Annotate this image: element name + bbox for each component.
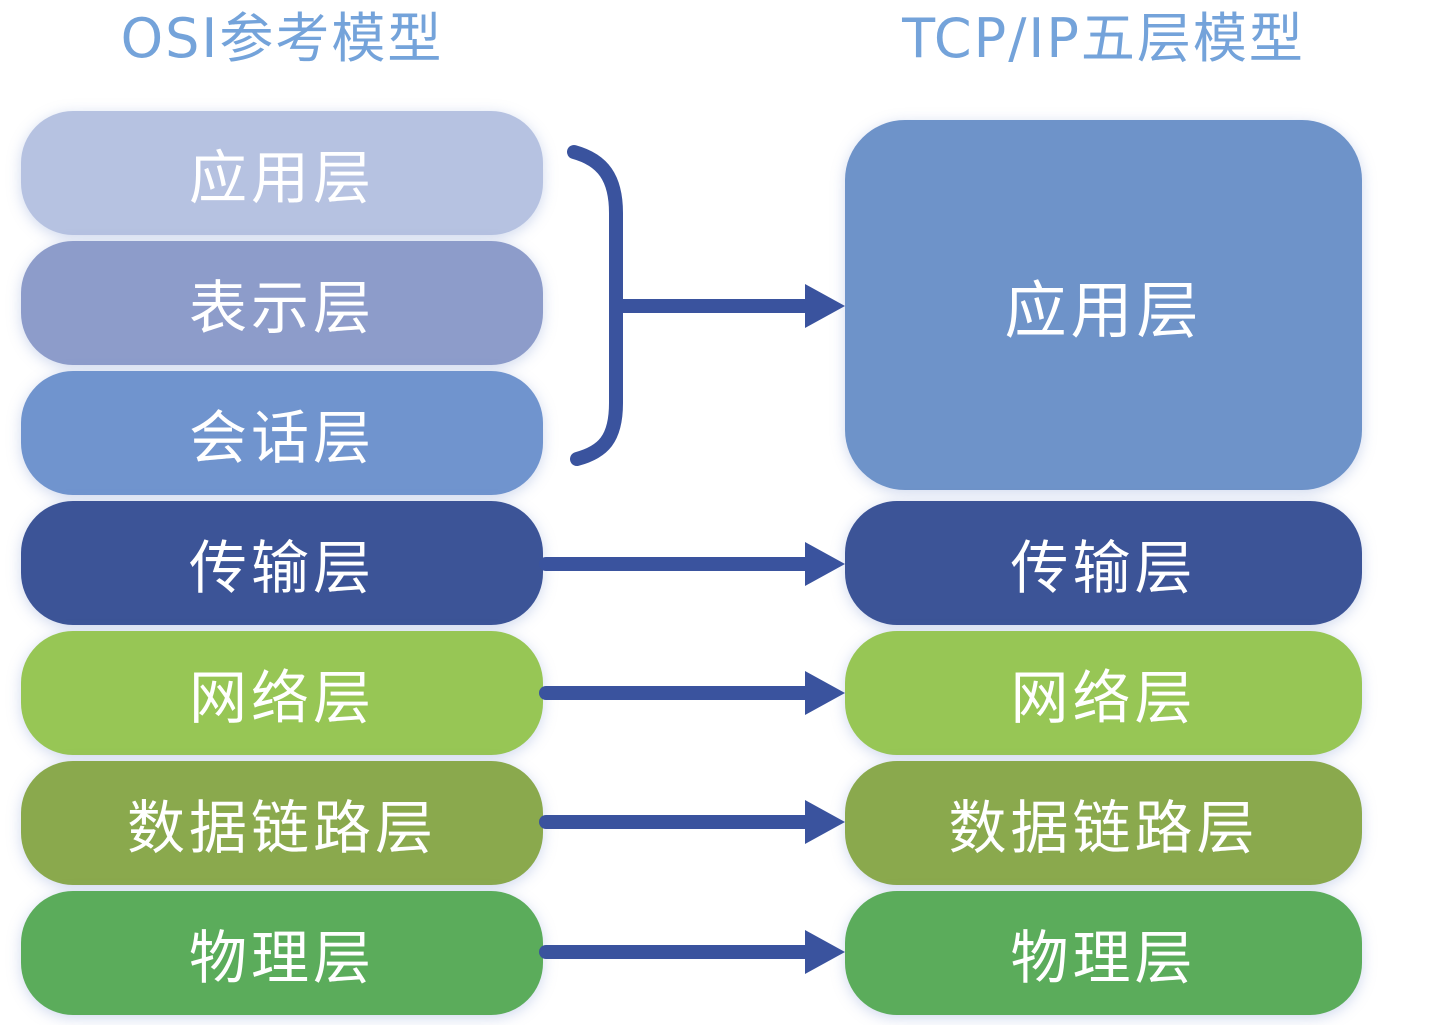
osi-layer-network: 网络层 bbox=[21, 631, 543, 755]
tcp-layer-datalink: 数据链路层 bbox=[845, 761, 1362, 885]
physical-arrow-head-icon bbox=[805, 930, 845, 974]
tcp-layer-network-label: 网络层 bbox=[1010, 664, 1197, 732]
tcp-layer-datalink-label: 数据链路层 bbox=[948, 794, 1259, 862]
tcp-model-title: TCP/IP五层模型 bbox=[902, 7, 1305, 70]
tcp-layer-application: 应用层 bbox=[845, 120, 1362, 490]
osi-layer-physical-label: 物理层 bbox=[188, 924, 375, 992]
tcp-layer-application-label: 应用层 bbox=[1004, 274, 1203, 347]
tcp-layer-transport: 传输层 bbox=[845, 501, 1362, 625]
tcp-layer-physical-label: 物理层 bbox=[1010, 924, 1197, 992]
datalink-arrow-head-icon bbox=[805, 800, 845, 844]
osi-layer-presentation: 表示层 bbox=[21, 241, 543, 365]
tcp-layer-physical: 物理层 bbox=[845, 891, 1362, 1015]
transport-arrow-head-icon bbox=[805, 542, 845, 586]
tcp-layer-transport-label: 传输层 bbox=[1010, 534, 1197, 602]
osi-layer-network-label: 网络层 bbox=[188, 664, 375, 732]
osi-layer-datalink: 数据链路层 bbox=[21, 761, 543, 885]
osi-layer-physical: 物理层 bbox=[21, 891, 543, 1015]
brace-arrow-head-icon bbox=[805, 284, 845, 328]
osi-model-title: OSI参考模型 bbox=[120, 7, 444, 70]
osi-layer-datalink-label: 数据链路层 bbox=[126, 794, 437, 862]
osi-layer-application-label: 应用层 bbox=[188, 144, 375, 212]
tcp-layer-network: 网络层 bbox=[845, 631, 1362, 755]
osi-layer-transport-label: 传输层 bbox=[188, 534, 375, 602]
osi-layer-transport: 传输层 bbox=[21, 501, 543, 625]
osi-layer-presentation-label: 表示层 bbox=[188, 274, 375, 342]
network-arrow-head-icon bbox=[805, 671, 845, 715]
osi-layer-session-label: 会话层 bbox=[188, 404, 375, 472]
osi-layer-application: 应用层 bbox=[21, 111, 543, 235]
osi-layer-session: 会话层 bbox=[21, 371, 543, 495]
brace-icon bbox=[567, 145, 623, 466]
